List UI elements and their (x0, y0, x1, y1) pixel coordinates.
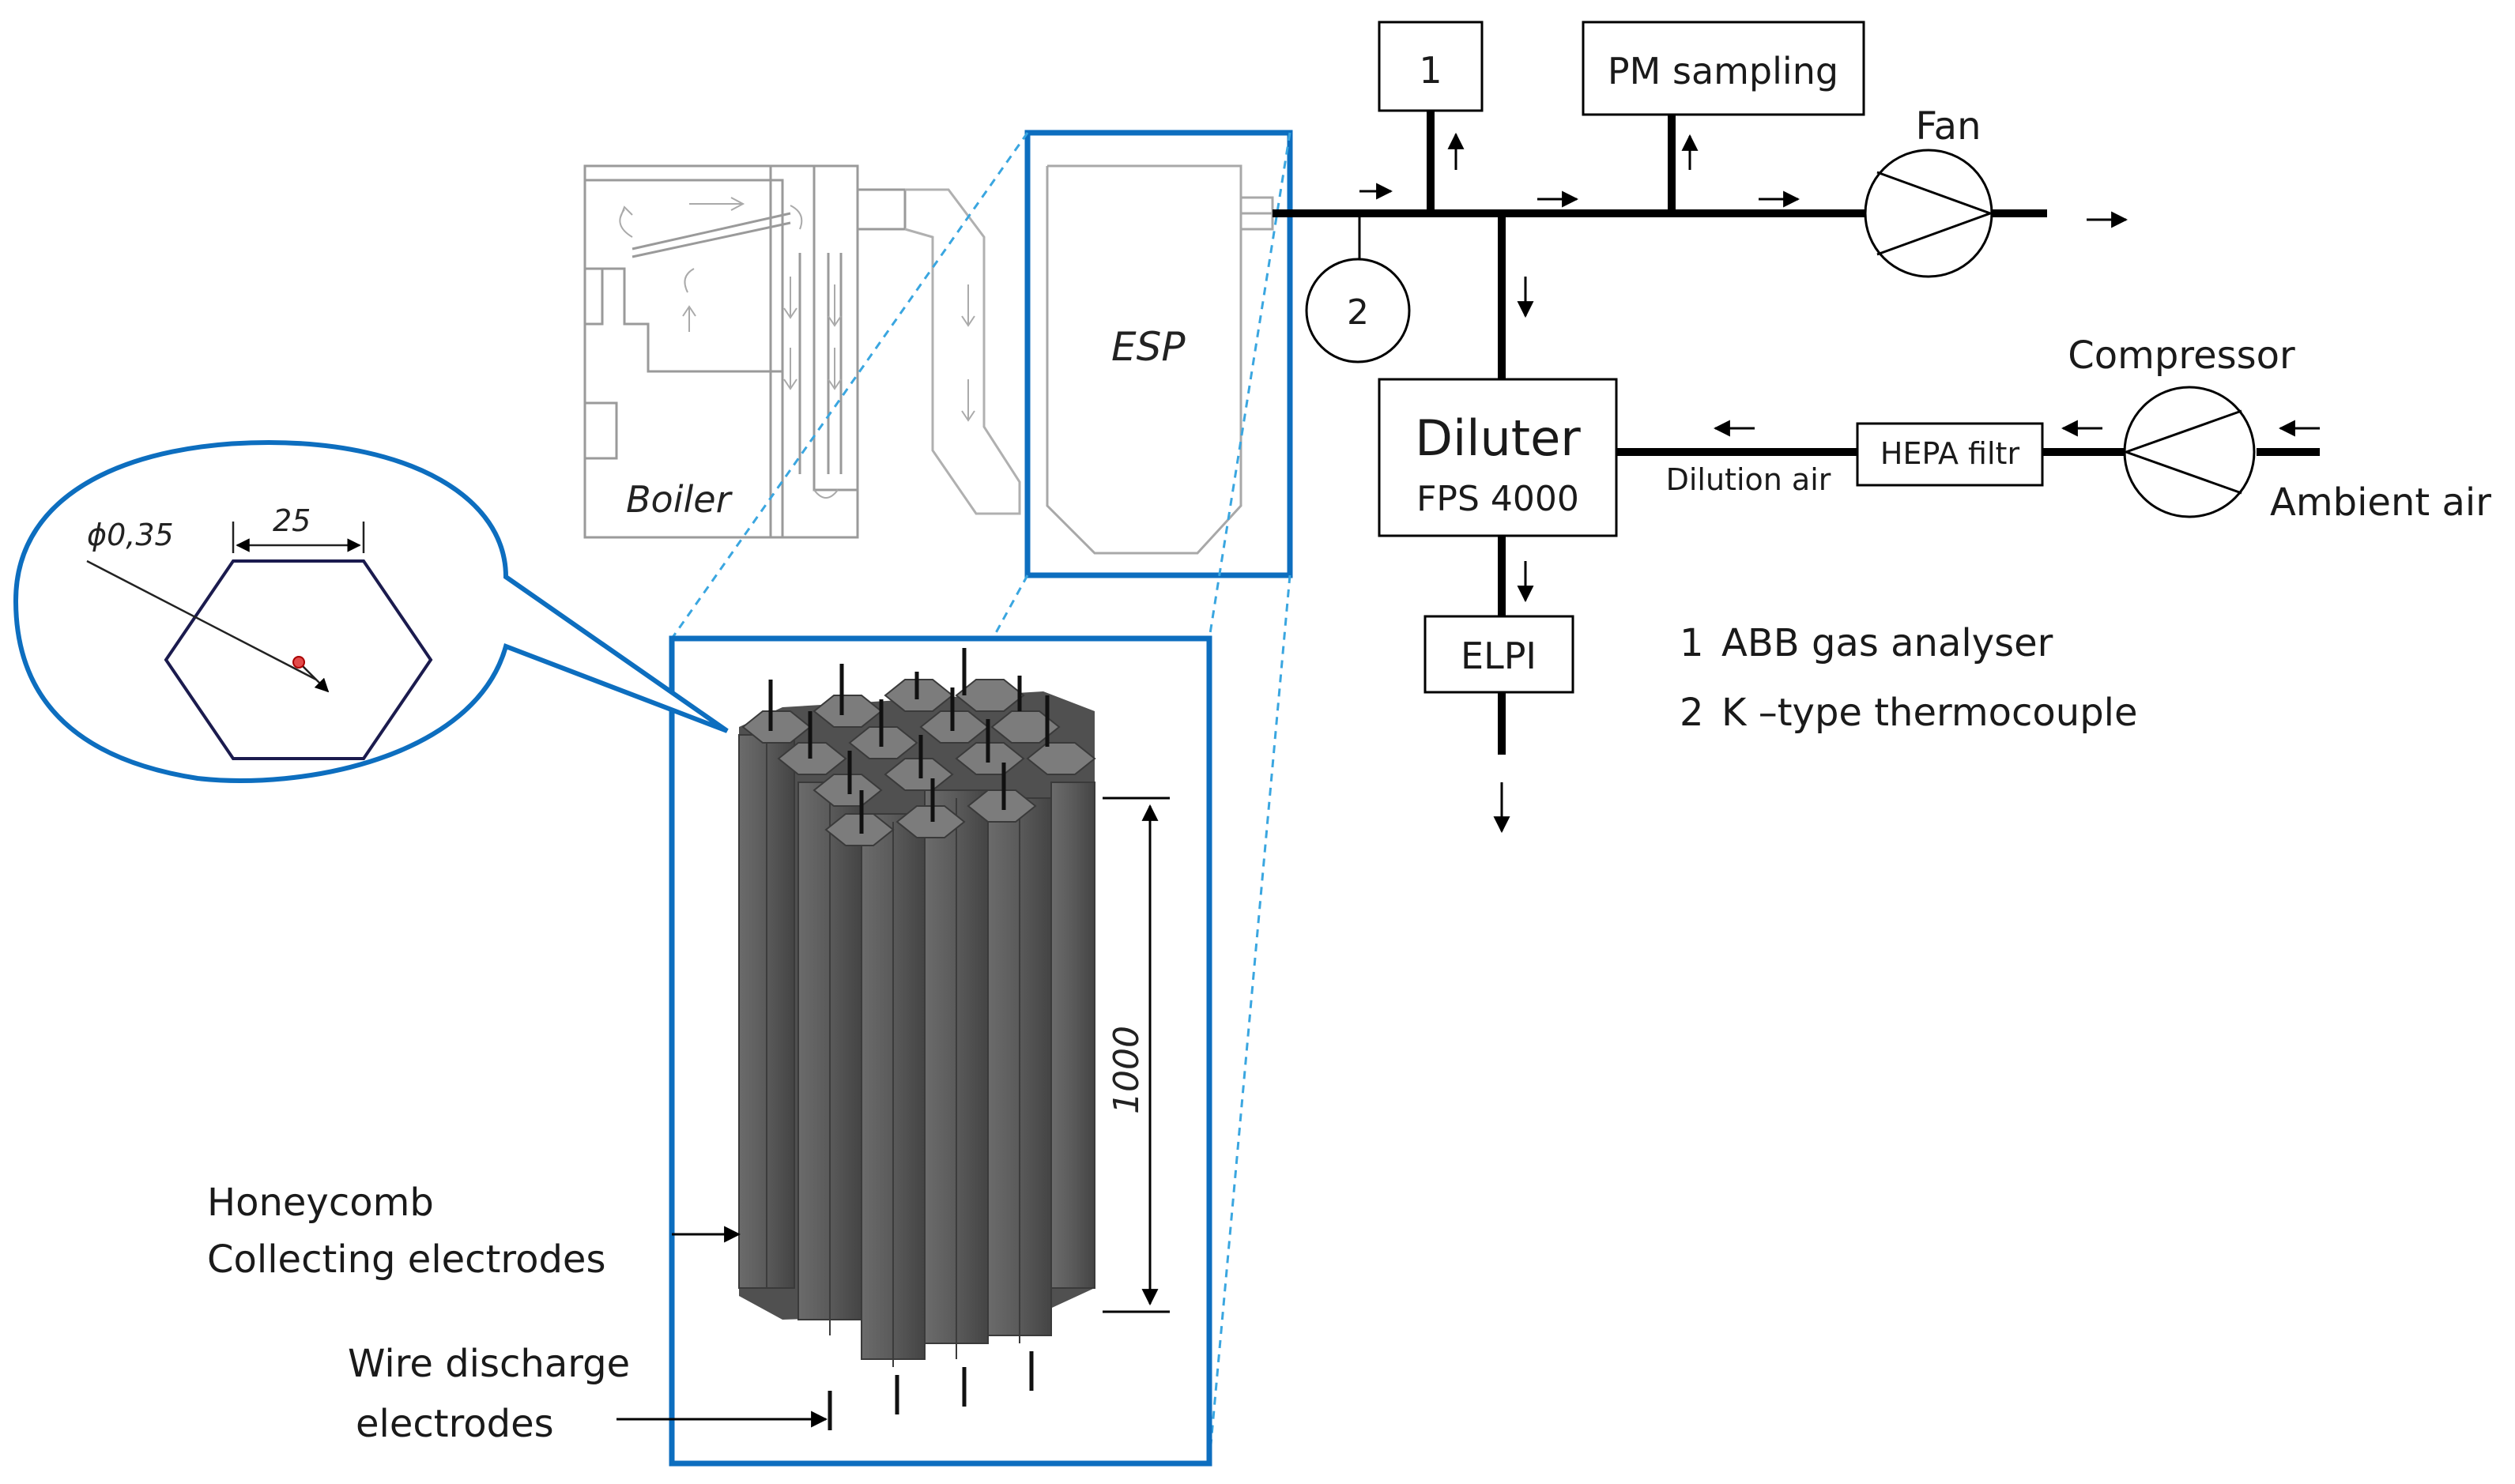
width-label: 25 (273, 503, 311, 538)
fan-symbol (1864, 149, 1994, 278)
hexagon-callout (13, 439, 729, 783)
hepa-filter-box (1856, 422, 2044, 487)
legend-item-2-num: 2 (1680, 691, 1704, 735)
point2-circle (1305, 258, 1411, 363)
legend-item-2-text: K –type thermocouple (1721, 691, 2138, 735)
pm-sampling-box (1582, 21, 1865, 116)
point1-label: 1 (1419, 49, 1442, 92)
wire-label-line1: Wire discharge (348, 1342, 630, 1386)
legend: 1 ABB gas analyser 2 K –type thermocoupl… (1680, 621, 2138, 735)
collecting-label-line1: Honeycomb (207, 1181, 434, 1225)
elpi-label: ELPI (1461, 635, 1537, 677)
legend-item-1-text: ABB gas analyser (1721, 621, 2053, 665)
hepa-filter-label: HEPA filtr (1880, 436, 2020, 471)
hexagon-cell-outline (164, 559, 433, 760)
height-dimension (1103, 797, 1170, 1313)
collecting-label-line2: Collecting electrodes (207, 1237, 605, 1282)
flow-arrows (1359, 132, 2320, 834)
pipelines (1273, 111, 2320, 755)
legend-item-1-num: 1 (1680, 621, 1704, 665)
point1-box (1378, 21, 1484, 112)
boiler-drawing (583, 164, 907, 539)
diluter-box (1378, 378, 1618, 537)
elpi-box (1423, 615, 1574, 694)
diameter-label: ϕ0,35 (87, 518, 174, 552)
compressor-label: Compressor (2068, 333, 2295, 378)
pm-sampling-label: PM sampling (1608, 50, 1838, 92)
point2-label: 2 (1347, 292, 1369, 333)
diluter-model: FPS 4000 (1416, 479, 1579, 519)
diluter-title: Diluter (1415, 409, 1581, 467)
esp-highlight-frame (1024, 130, 1293, 578)
boiler-label: Boiler (626, 478, 733, 521)
fan-label: Fan (1915, 104, 1981, 149)
flue-duct (904, 188, 1021, 515)
wire-label-line2: electrodes (356, 1402, 554, 1446)
wire-cross-section (292, 656, 305, 669)
ambient-air-label: Ambient air (2270, 480, 2491, 525)
honeycomb-electrodes (738, 648, 1096, 1430)
esp-label: ESP (1111, 324, 1186, 370)
height-dimension-label: 1000 (1107, 1026, 1147, 1114)
compressor-symbol (2122, 386, 2256, 518)
dilution-air-label: Dilution air (1666, 462, 1831, 497)
